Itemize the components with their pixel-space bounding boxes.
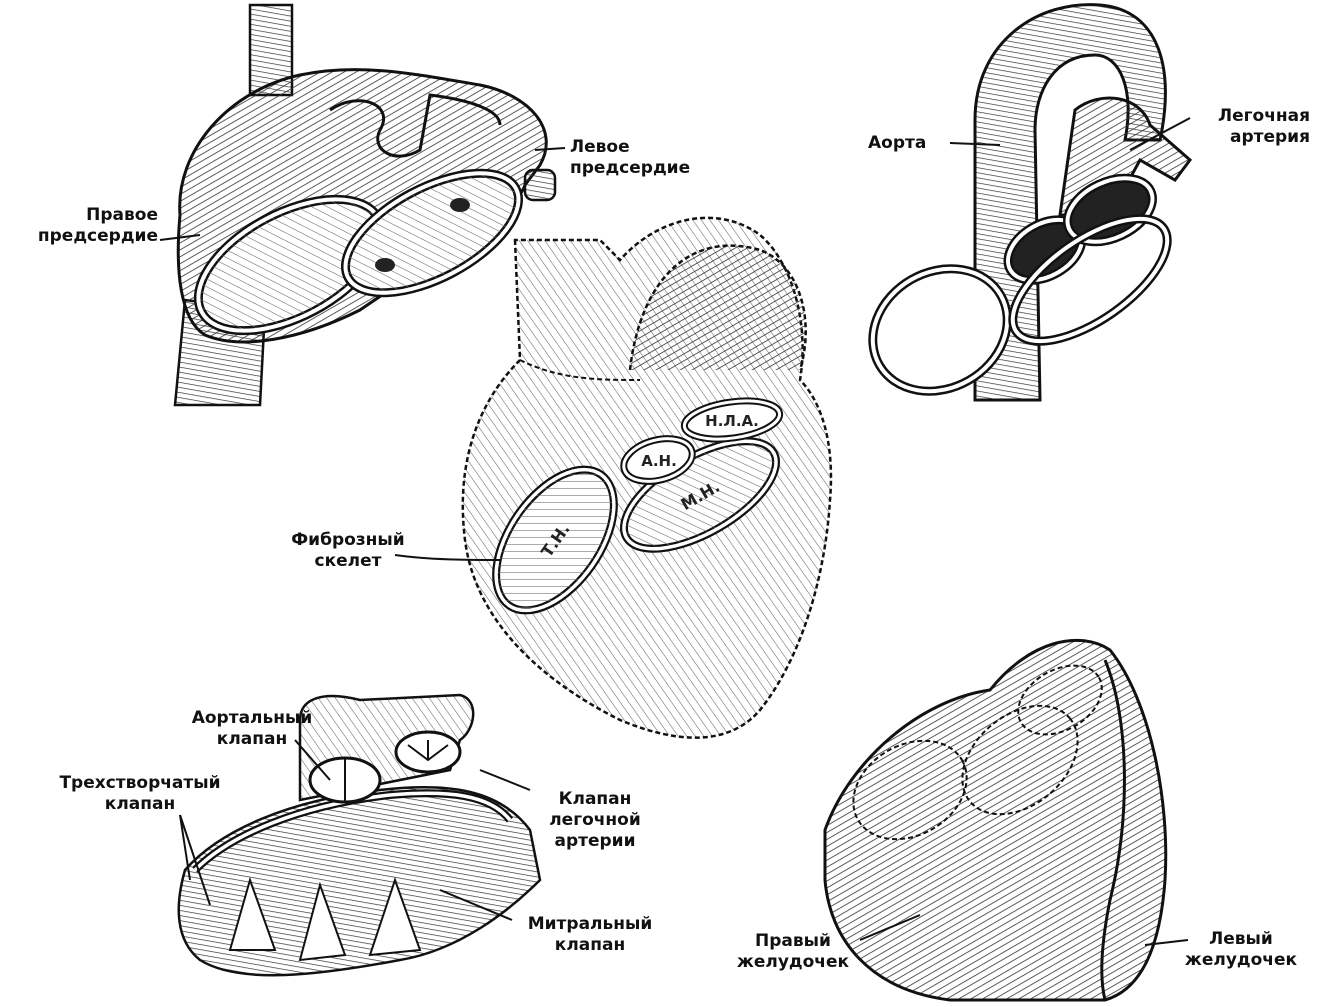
- label-pulmonary-artery-line1: Легочная: [1180, 106, 1310, 127]
- label-tricuspid-valve: Трехстворчатый клапан: [25, 773, 255, 815]
- label-right-atrium-line1: Правое: [8, 205, 158, 226]
- label-aortic-valve-line1: Аортальный: [172, 708, 332, 729]
- ventricles-drawing: [825, 640, 1166, 1000]
- label-tricuspid-valve-line2: клапан: [25, 794, 255, 815]
- label-tricuspid-valve-line1: Трехстворчатый: [25, 773, 255, 794]
- label-left-atrium-line2: предсердие: [570, 158, 690, 179]
- label-pulmonary-artery-line2: артерия: [1180, 127, 1310, 148]
- label-pulmonary-valve-line2: легочной: [530, 810, 660, 831]
- label-mitral-valve-line1: Митральный: [505, 914, 675, 935]
- label-left-atrium: Левое предсердие: [570, 137, 690, 179]
- pulmonary-valve-ring-label: Н.Л.А.: [705, 412, 759, 430]
- label-mitral-valve-line2: клапан: [505, 935, 675, 956]
- label-pulmonary-valve-line3: артерии: [530, 831, 660, 852]
- atria-drawing: [175, 5, 555, 405]
- aortic-valve-ring-label: А.Н.: [641, 452, 677, 470]
- label-pulmonary-artery: Легочная артерия: [1180, 106, 1310, 148]
- label-fibrous-skeleton-line1: Фиброзный: [278, 530, 418, 551]
- label-right-ventricle: Правый желудочек: [718, 931, 868, 973]
- label-right-atrium: Правое предсердие: [8, 205, 158, 247]
- label-aorta: Аорта: [868, 133, 926, 154]
- label-right-atrium-line2: предсердие: [8, 226, 158, 247]
- label-right-ventricle-line2: желудочек: [718, 952, 868, 973]
- label-left-ventricle: Левый желудочек: [1170, 929, 1312, 971]
- label-left-atrium-line1: Левое: [570, 137, 690, 158]
- label-fibrous-skeleton-line2: скелет: [278, 551, 418, 572]
- label-left-ventricle-line2: желудочек: [1170, 950, 1312, 971]
- label-mitral-valve: Митральный клапан: [505, 914, 675, 956]
- label-aortic-valve: Аортальный клапан: [172, 708, 332, 750]
- great-vessels-drawing: [850, 5, 1190, 416]
- label-right-ventricle-line1: Правый: [718, 931, 868, 952]
- label-left-ventricle-line1: Левый: [1170, 929, 1312, 950]
- label-pulmonary-valve: Клапан легочной артерии: [530, 789, 660, 852]
- label-fibrous-skeleton: Фиброзный скелет: [278, 530, 418, 572]
- label-pulmonary-valve-line1: Клапан: [530, 789, 660, 810]
- label-aortic-valve-line2: клапан: [172, 729, 332, 750]
- heart-drawing: Н.Л.А. А.Н. Т.Н. М.Н.: [463, 218, 831, 738]
